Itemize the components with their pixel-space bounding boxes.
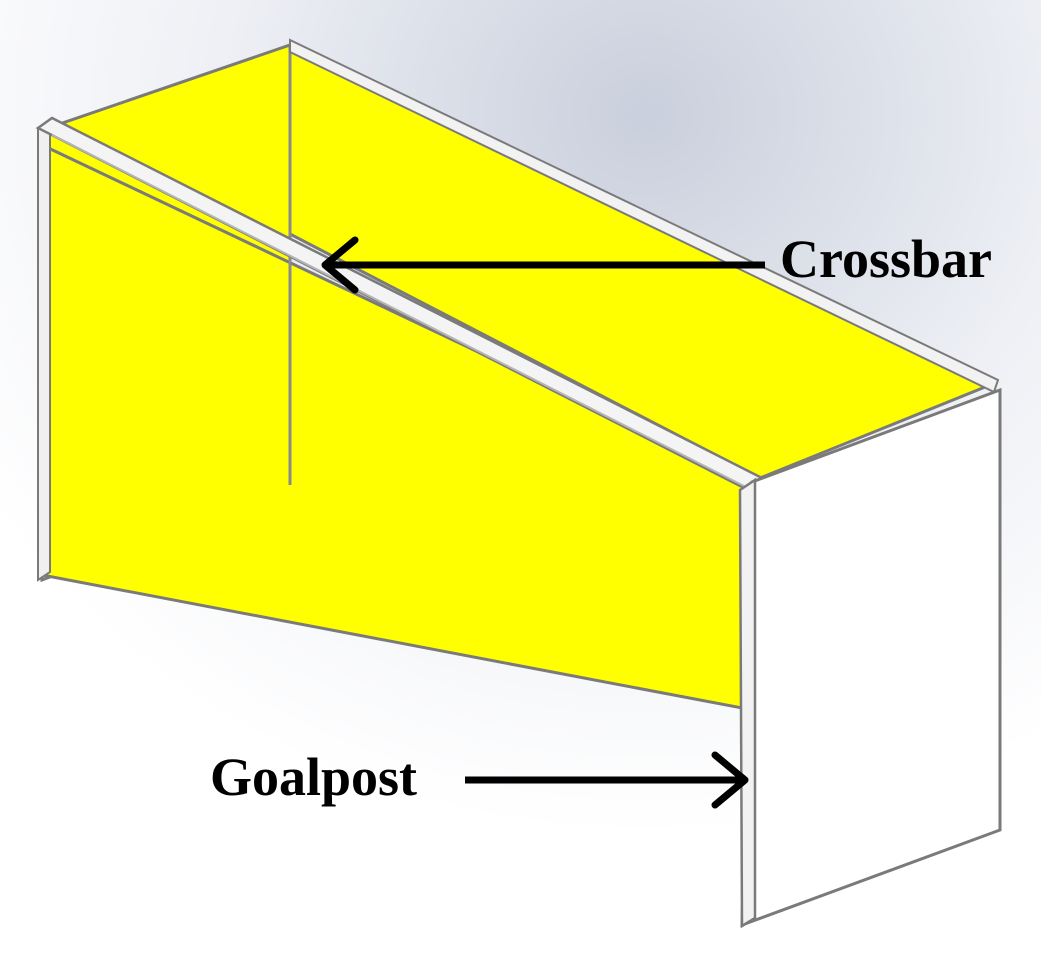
crossbar-highlight <box>51 134 749 489</box>
right-side-panel <box>740 387 1002 928</box>
crossbar-label: Crossbar <box>780 229 993 289</box>
goalpost-arrow <box>465 751 749 809</box>
right-goalpost <box>738 477 757 929</box>
left-goalpost-frame <box>37 118 51 582</box>
goalpost-label: Goalpost <box>210 747 418 807</box>
crossbar-arrow <box>321 236 765 294</box>
